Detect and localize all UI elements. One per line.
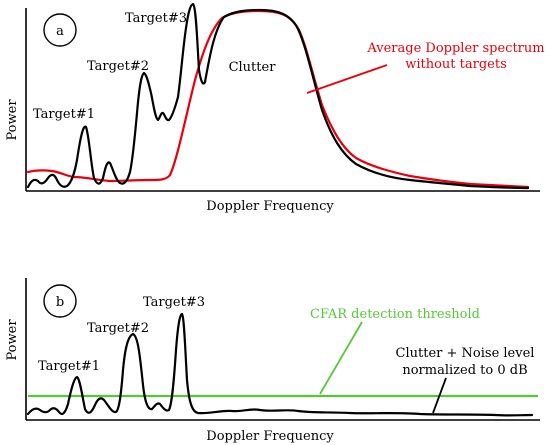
noise-level-leader	[432, 377, 447, 414]
cfar-threshold-label: CFAR detection threshold	[310, 307, 480, 322]
panel-a-xlabel: Doppler Frequency	[206, 199, 334, 214]
panel-a-badge-circle	[43, 13, 77, 47]
noise-level-label-1: Clutter + Noise level	[396, 346, 535, 361]
panel-a-ylabel: Power	[5, 99, 20, 141]
panel-b-badge: b	[56, 295, 64, 310]
panel-b: b Power Doppler Frequency CFAR detection…	[5, 278, 540, 444]
panel-a-average-spectrum-label-1: Average Doppler spectrum	[366, 41, 544, 56]
panel-b-target-2-label: Target#2	[87, 321, 149, 336]
panel-a-target-2-label: Target#2	[87, 59, 149, 74]
panel-a-badge: a	[56, 24, 64, 39]
panel-b-badge-circle	[43, 284, 77, 318]
panel-b-xlabel: Doppler Frequency	[206, 429, 334, 444]
panel-a-average-spectrum-label-2: without targets	[405, 57, 507, 72]
cfar-threshold-leader	[319, 321, 363, 395]
panel-a-average-spectrum-curve	[26, 9, 530, 189]
panel-a-target-1-label: Target#1	[33, 107, 95, 122]
panel-a-clutter-label: Clutter	[229, 60, 277, 75]
panel-a: a Power Doppler Frequency Target#1 Targe…	[5, 2, 545, 214]
noise-level-label-2: normalized to 0 dB	[402, 363, 527, 378]
panel-a-average-spectrum-leader	[306, 64, 388, 94]
panel-b-normalized-spectrum-curve	[26, 312, 534, 417]
panel-b-ylabel: Power	[5, 319, 20, 361]
panel-b-target-1-label: Target#1	[38, 359, 100, 374]
panel-a-measured-spectrum-curve	[26, 2, 530, 190]
panel-a-target-3-label: Target#3	[125, 11, 187, 26]
panel-b-target-3-label: Target#3	[143, 295, 205, 310]
